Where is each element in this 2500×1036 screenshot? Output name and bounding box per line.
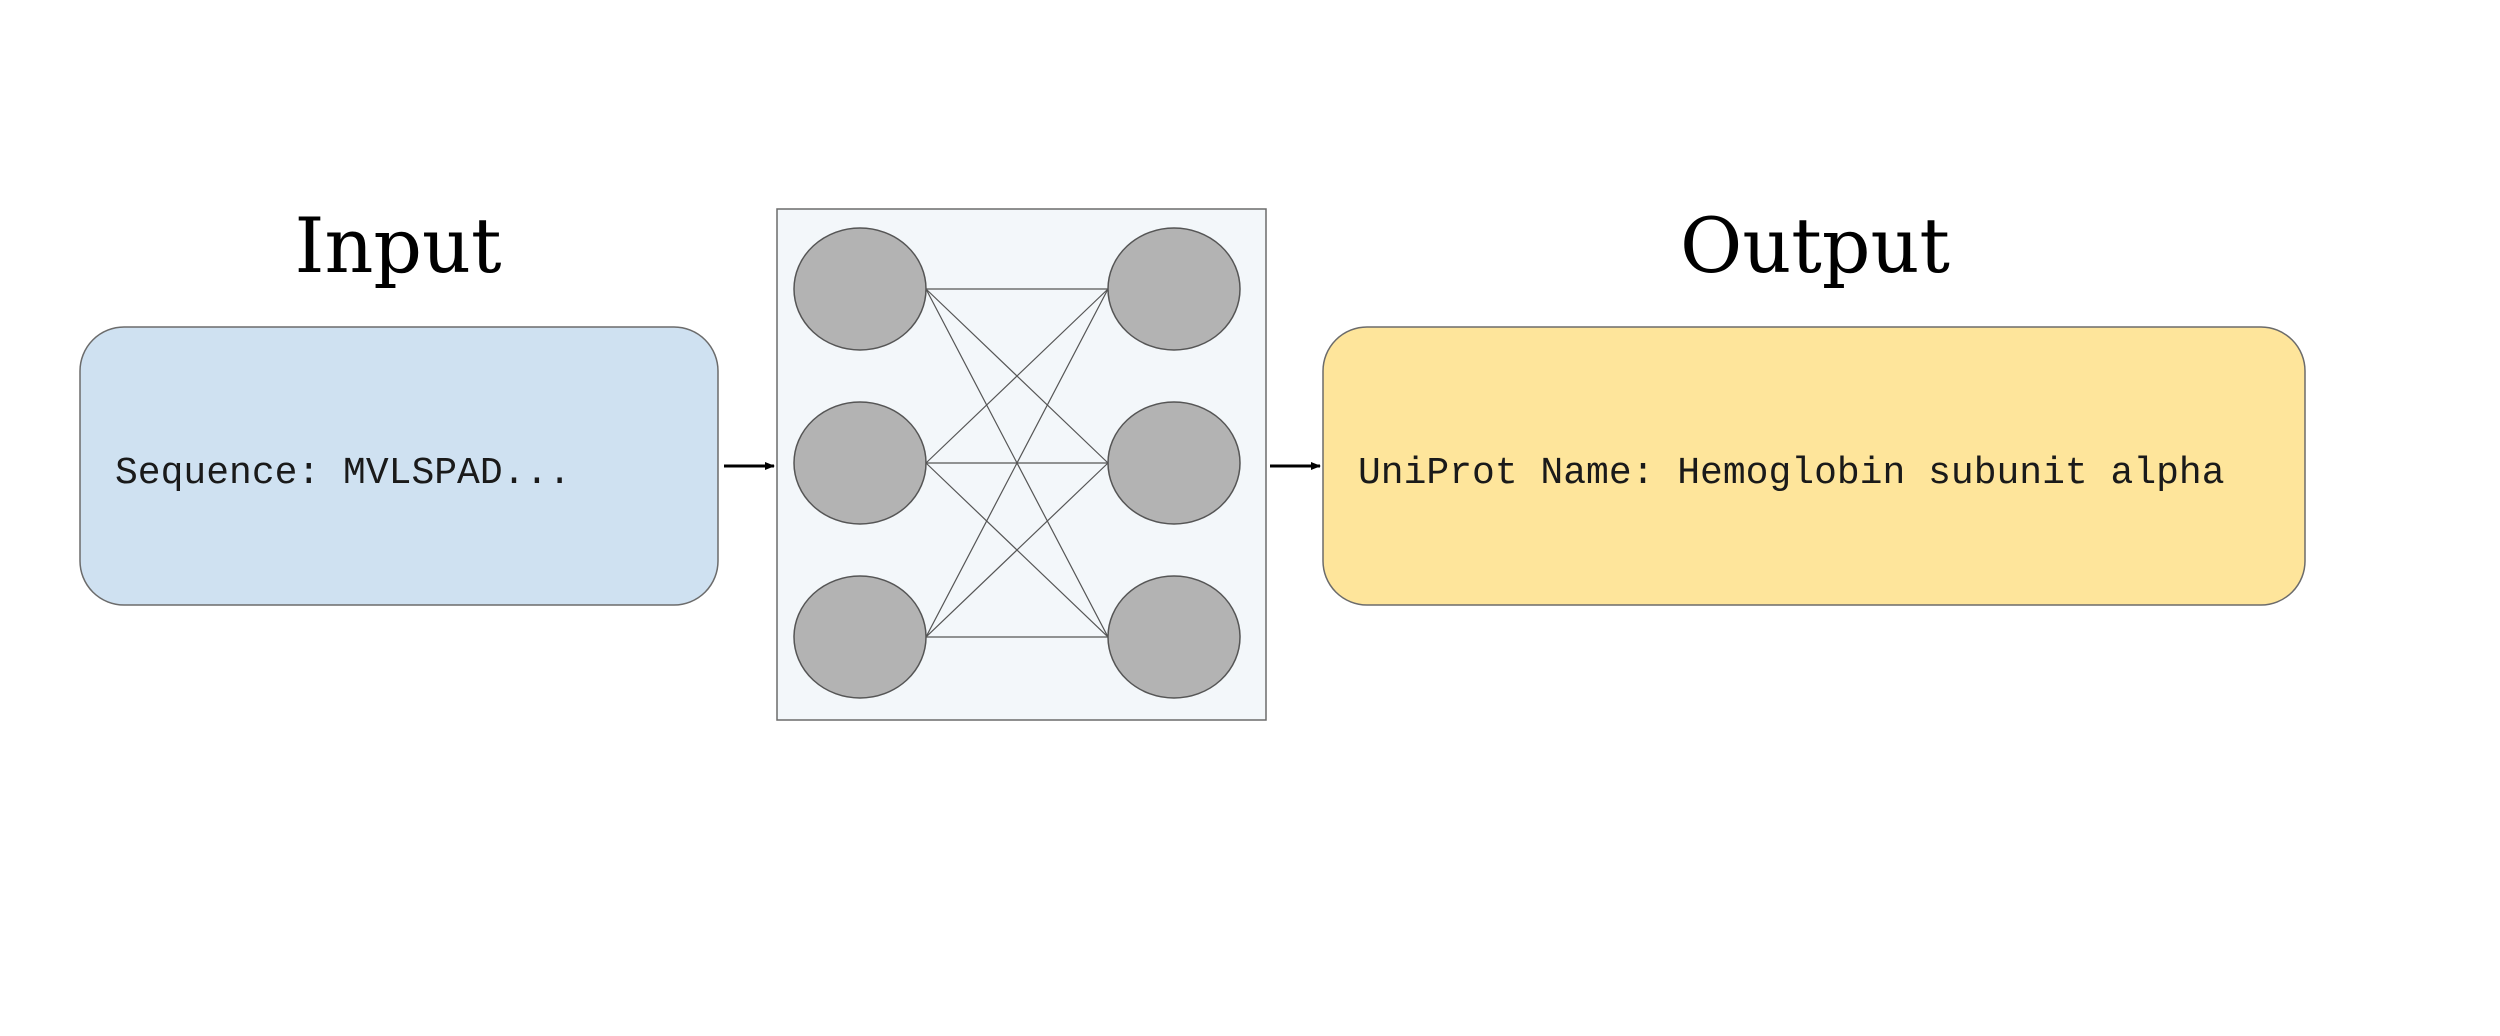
output-heading: Output (1680, 201, 1950, 290)
neural-network (776, 208, 1267, 721)
network-edge-l0-n1-to-n0 (925, 288, 1109, 464)
network-edge-l0-n2-to-n0 (925, 288, 1109, 638)
neuron-layer2-node2 (1107, 401, 1241, 525)
neuron-layer1-node1 (793, 227, 927, 351)
neuron-layer2-node1 (1107, 227, 1241, 351)
output-name-text: UniProt Name: Hemoglobin subunit alpha (1358, 452, 2225, 495)
neuron-layer1-node2 (793, 401, 927, 525)
network-edges (925, 288, 1109, 638)
input-heading: Input (294, 201, 501, 290)
neuron-layer1-node3 (793, 575, 927, 699)
input-sequence-text: Sequence: MVLSPAD... (115, 452, 571, 495)
network-neurons (793, 227, 1241, 699)
input-box (79, 326, 719, 606)
neuron-layer2-node3 (1107, 575, 1241, 699)
network-edge-l0-n2-to-n1 (925, 462, 1109, 638)
output-box (1322, 326, 2306, 606)
